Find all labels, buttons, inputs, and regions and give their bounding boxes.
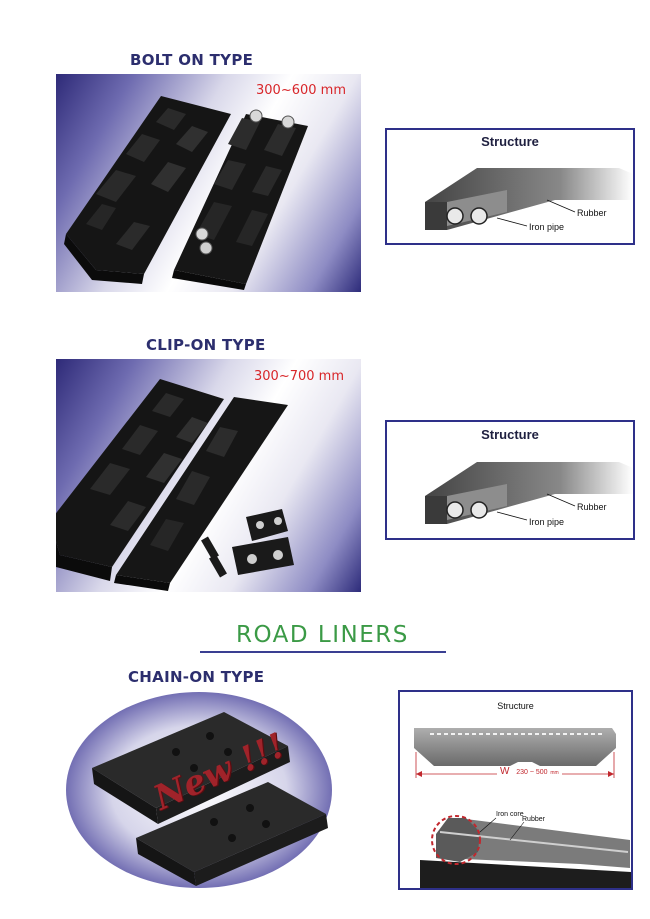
clip-on-pad-back [114, 397, 288, 591]
bolt-on-structure-title: Structure [481, 134, 539, 149]
chain-on-structure-title: Structure [497, 701, 534, 711]
clip-on-size-range: 300~700 mm [254, 369, 344, 384]
chain-on-pad-upper [92, 712, 290, 824]
clip-on-label-rubber: Rubber [577, 502, 607, 512]
chain-on-pads-illustration [66, 692, 332, 888]
chain-on-structure-diagram [414, 728, 631, 888]
chain-on-width-dimension: W 230 ~ 500 mm [497, 766, 562, 777]
chain-on-title: CHAIN-ON TYPE [128, 668, 265, 686]
clip-on-structure-box: Structure Rubber Iron pipe [385, 420, 635, 540]
clip-on-structure-title: Structure [481, 427, 539, 442]
road-liners-underline [200, 651, 446, 653]
bolt-hardware [195, 109, 295, 255]
clip-on-label-pipe: Iron pipe [529, 517, 565, 527]
clip-on-pad-tread [56, 379, 224, 581]
chain-on-structure-box: Structure W 230 ~ 500 mm Iron core Rubbe… [398, 690, 633, 890]
chain-on-label-core: Iron core [496, 811, 524, 818]
chain-on-width-unit: mm [550, 770, 559, 776]
chain-on-pad-lower [136, 782, 328, 886]
chain-on-label-rubber: Rubber [522, 816, 545, 823]
bolt-on-label-rubber: Rubber [577, 208, 607, 218]
bolt-on-title: BOLT ON TYPE [130, 51, 254, 69]
bolt-on-pad-back [172, 114, 308, 290]
chain-on-photo: New !!! [64, 690, 334, 890]
bolt-on-structure-diagram [425, 168, 633, 230]
bolt-on-structure-box: Structure Rubber Iron pipe [385, 128, 635, 245]
clip-on-photo: 300~700 mm [56, 359, 361, 592]
chain-on-width-range: 230 ~ 500 [516, 769, 548, 776]
bolt-on-photo: 300~600 mm [56, 74, 361, 292]
bolt-on-pad-tread [64, 96, 231, 284]
bolt-on-label-pipe: Iron pipe [529, 222, 565, 232]
bolt-on-size-range: 300~600 mm [256, 83, 346, 98]
clip-on-structure-diagram [425, 462, 633, 524]
chain-on-width-symbol: W [500, 766, 510, 777]
clip-on-title: CLIP-ON TYPE [146, 336, 266, 354]
clip-on-pads-illustration [56, 379, 294, 591]
clip-hardware [201, 509, 294, 578]
bolt-on-pads-illustration [64, 96, 308, 290]
road-liners-title: ROAD LINERS [236, 622, 409, 648]
